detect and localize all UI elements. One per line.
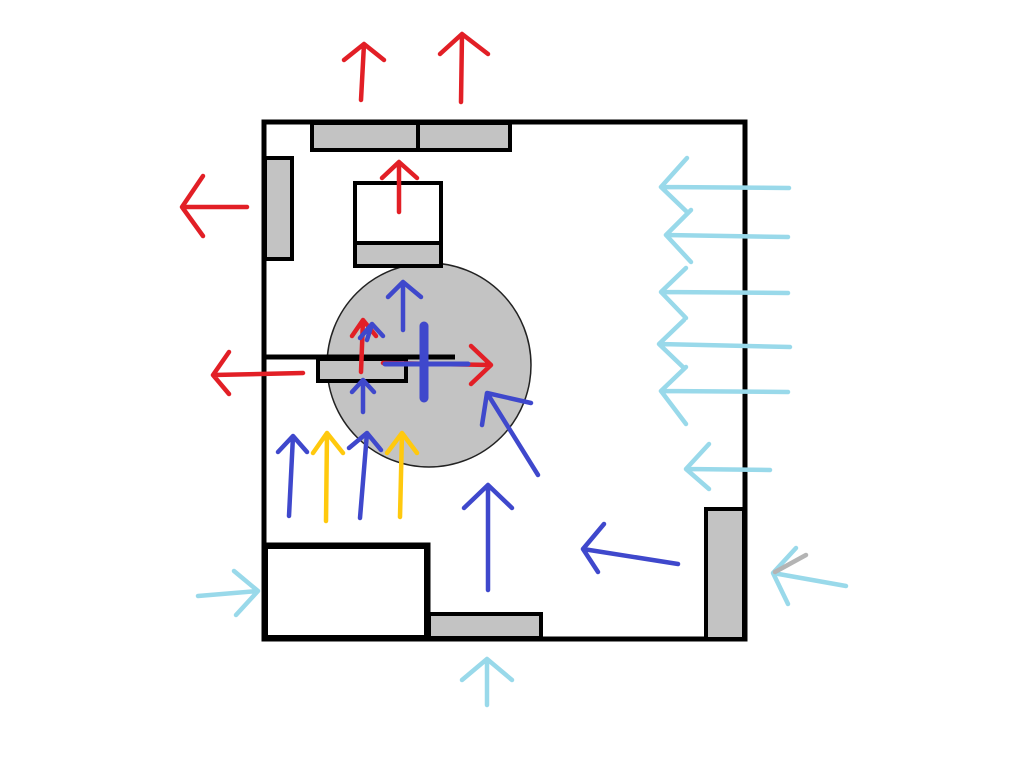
- inflow-arrow: [656, 317, 793, 371]
- inflow-arrow: [195, 568, 261, 618]
- top-window-right: [416, 121, 512, 152]
- inflow-arrow: [658, 155, 792, 215]
- outflow-arrow: [179, 173, 250, 239]
- light-blue-inflow-arrows: [195, 155, 849, 708]
- interior-arrow: [275, 433, 310, 519]
- inflow-arrow: [683, 441, 773, 492]
- yellow-interior-arrows: [310, 430, 420, 524]
- top-window-left: [310, 121, 420, 152]
- inflow-arrow: [663, 207, 791, 265]
- left-window: [263, 156, 294, 261]
- interior-arrow: [479, 390, 541, 478]
- interior-arrow: [461, 482, 515, 593]
- outflow-arrow: [437, 31, 491, 105]
- bottom-window: [427, 612, 543, 640]
- inflow-arrow: [658, 265, 791, 321]
- right-door: [704, 507, 746, 641]
- dark-blue-interior-arrows: [275, 279, 681, 593]
- yellow-arrow: [384, 430, 420, 520]
- outflow-arrow: [210, 349, 306, 397]
- gray-mark: [772, 552, 809, 575]
- outflow-arrow: [341, 41, 387, 103]
- yellow-arrow: [310, 430, 346, 524]
- interior-arrow: [346, 430, 384, 521]
- plus-cross-icon: [382, 321, 471, 403]
- interior-arrow: [357, 321, 386, 343]
- outflow-arrow: [379, 159, 420, 215]
- inflow-arrow: [459, 656, 515, 708]
- unit-box-base: [353, 241, 443, 268]
- interior-arrow: [349, 377, 377, 415]
- bottom-left-room: [264, 545, 428, 639]
- inflow-arrow: [658, 364, 791, 427]
- interior-arrow: [580, 521, 681, 575]
- interior-arrow: [385, 279, 424, 333]
